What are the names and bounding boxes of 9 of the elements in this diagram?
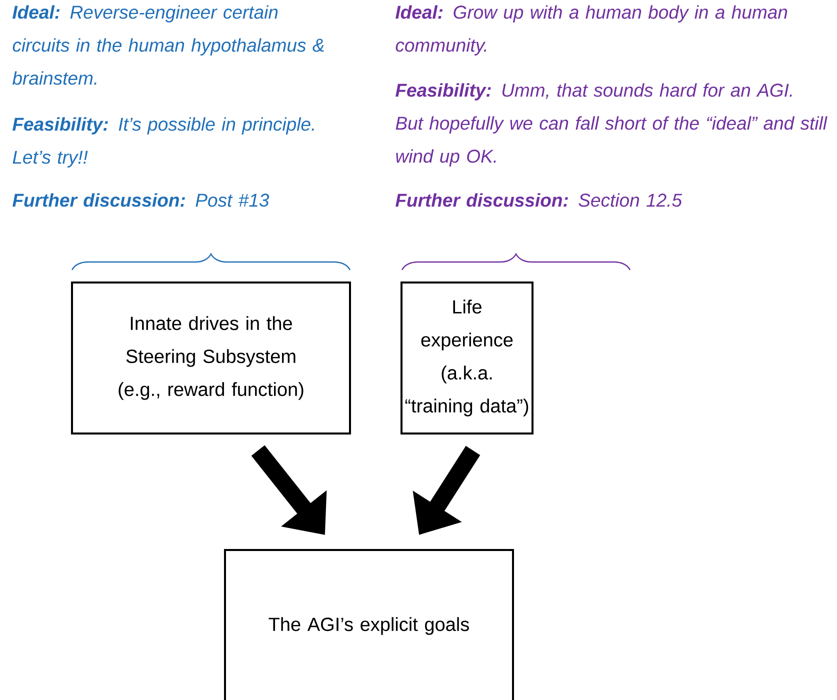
note-text: Further discussion: Post #13 [12, 193, 270, 207]
note-text: Feasibility: It’s possible in principle. Let’s try!! [12, 117, 314, 168]
text-box: Life experience (a.k.a. “training data”) [400, 282, 534, 434]
note-text: Ideal: Grow up with a human body in a human community. [396, 5, 788, 56]
text-box: Innate drives in the Steering Subsystem (e.g., reward function) [71, 282, 351, 434]
note-text: Feasibility: Umm, that sounds hard for an AGI. But hopefully we can fall short of the “ideal” and still wind up OK. [396, 83, 828, 166]
note-text: Further discussion: Section 12.5 [396, 193, 682, 207]
note-text: Ideal: Reverse-engineer certain circuits in the human hypothalamus & brainstem. [12, 5, 324, 85]
text-box: The AGI’s explicit goals [224, 549, 514, 700]
